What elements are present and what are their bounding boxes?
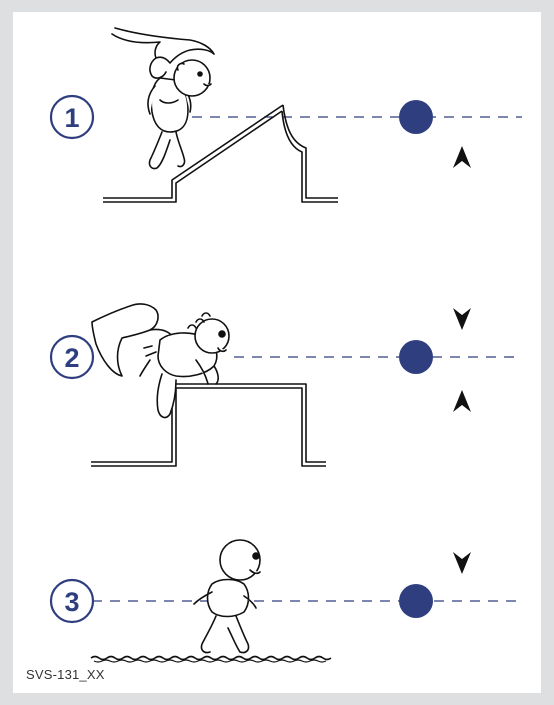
step-badge-1: 1: [51, 96, 93, 138]
level-marker-1: [399, 100, 433, 134]
sloped-table-icon: [103, 105, 338, 202]
step-2: 2: [51, 304, 522, 466]
toddler-icon: [194, 540, 260, 653]
step-badge-2: 2: [51, 336, 93, 378]
figure-code-label: SVS-131_XX: [26, 667, 105, 682]
level-marker-2: [399, 340, 433, 374]
step-number-3: 3: [64, 587, 79, 617]
step-number-2: 2: [64, 343, 79, 373]
ground-icon: [91, 657, 331, 660]
height-arrow-2-3: [453, 390, 471, 574]
step-3: 3: [51, 540, 522, 662]
step-number-1: 1: [64, 103, 79, 133]
arrow-down-head-1: [453, 308, 471, 330]
step-badge-3: 3: [51, 580, 93, 622]
flat-table-icon: [91, 384, 326, 466]
level-marker-3: [399, 584, 433, 618]
step-1: 1: [51, 28, 522, 202]
height-arrow-1-2: [453, 146, 471, 330]
arrow-down-head-2: [453, 552, 471, 574]
